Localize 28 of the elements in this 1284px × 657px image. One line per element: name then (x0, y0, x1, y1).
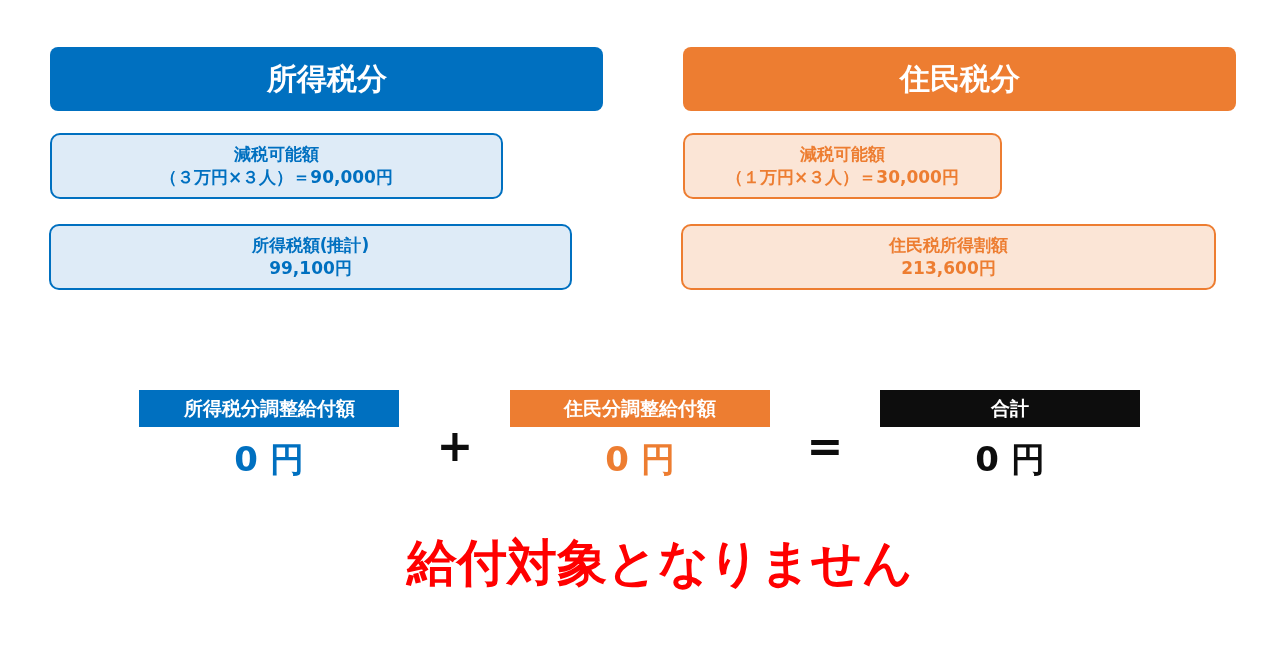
card-title: 減税可能額 (800, 143, 885, 166)
card-title: 所得税額(推計) (251, 234, 370, 257)
card-title: 所得税分調整給付額 (183, 395, 355, 421)
section-header (683, 47, 1236, 111)
card-title: 住民税所得割額 (889, 234, 1008, 257)
amount-value: 0 円 (233, 438, 305, 481)
amount-value: 0 円 (974, 438, 1046, 481)
card-title: 住民分調整給付額 (564, 395, 716, 421)
plus-sign: + (435, 420, 475, 471)
total-header (880, 390, 1140, 427)
header-title: 住民税分 (899, 59, 1020, 98)
amount-value: 0 円 (604, 438, 676, 481)
amount-card (683, 133, 1002, 199)
amount-card (681, 224, 1216, 290)
card-title: 減税可能額 (234, 143, 319, 166)
amount-value: （３万円×３人）＝90,000円 (160, 166, 393, 189)
amount-value: （１万円×３人）＝30,000円 (726, 166, 959, 189)
card-title: 合計 (991, 395, 1029, 421)
amount-card (50, 133, 503, 199)
amount-value: 99,100円 (269, 257, 352, 280)
total-header (510, 390, 770, 427)
section-header (50, 47, 603, 111)
amount-card (49, 224, 572, 290)
equals-sign: = (805, 420, 845, 471)
amount-value: 213,600円 (901, 257, 996, 280)
result-message: 給付対象となりません (405, 533, 914, 594)
total-header (139, 390, 399, 427)
header-title: 所得税分 (266, 59, 387, 98)
